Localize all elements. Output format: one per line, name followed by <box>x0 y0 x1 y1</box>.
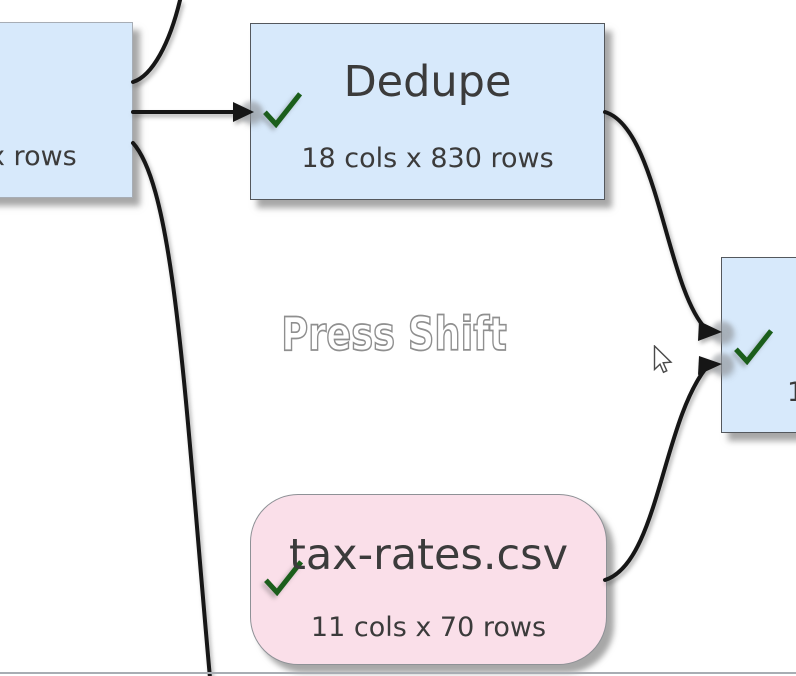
node-dedupe-subtitle: 18 cols x 830 rows <box>301 143 554 174</box>
node-left-partial[interactable] <box>0 22 133 198</box>
arrow-pointer-icon <box>653 345 673 374</box>
node-tax-rates-content: tax-rates.csv 11 cols x 70 rows <box>251 495 606 664</box>
node-tax-rates[interactable]: tax-rates.csv 11 cols x 70 rows <box>250 494 607 665</box>
connector-dedupe-to-right[interactable] <box>603 110 708 331</box>
node-right-subtitle: 1 <box>787 377 796 408</box>
canvas-bottom-edge <box>0 672 796 674</box>
checkmark-icon <box>263 92 303 128</box>
node-dedupe-content: Dedupe 18 cols x 830 rows <box>251 24 604 199</box>
checkmark-icon <box>734 329 774 365</box>
press-shift-watermark: Press Shift <box>281 306 508 362</box>
node-left-subtitle: x rows <box>0 141 77 172</box>
connector-taxrates-to-right[interactable] <box>603 366 708 582</box>
connector-left-to-offscreen-bottom[interactable] <box>131 141 212 676</box>
node-dedupe[interactable]: Dedupe 18 cols x 830 rows <box>250 23 605 200</box>
checkmark-icon <box>264 560 304 596</box>
node-dedupe-title: Dedupe <box>343 57 512 107</box>
node-right-partial[interactable]: 1 <box>721 257 796 433</box>
node-right-content: 1 <box>722 258 796 432</box>
connector-left-to-offscreen-top[interactable] <box>131 0 183 84</box>
node-tax-rates-subtitle: 11 cols x 70 rows <box>310 612 547 643</box>
node-tax-rates-title: tax-rates.csv <box>288 530 569 580</box>
